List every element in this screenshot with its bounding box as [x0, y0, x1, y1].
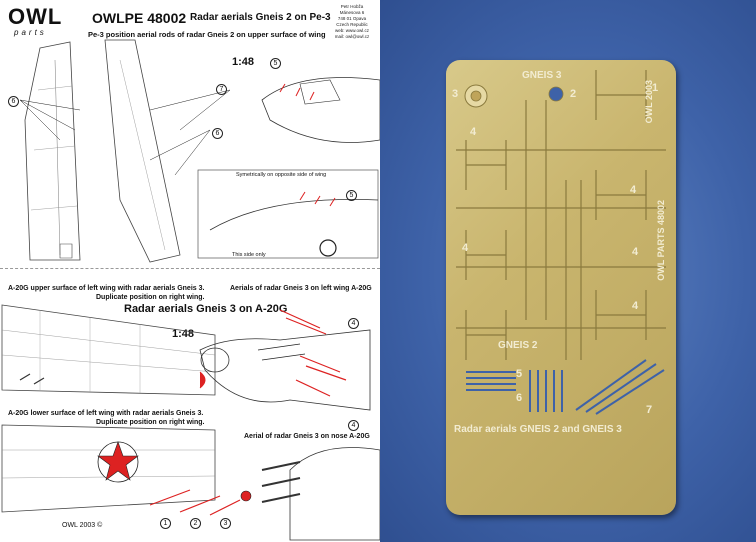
part-label: 3 — [220, 518, 231, 529]
part-number: 1 — [652, 82, 659, 94]
symmetrical-note: Symetrically on opposite side of wing — [236, 172, 327, 178]
part-number: 2 — [570, 88, 577, 100]
part-number: 4 — [632, 246, 639, 258]
part-label: 5 — [346, 190, 357, 201]
aerials-left-wing-caption: Aerials of radar Gneis 3 on left wing A-… — [230, 285, 372, 292]
part-number: 5 — [516, 368, 523, 380]
sheet-title-code: OWLPE 48002 — [92, 10, 187, 26]
part-label: 4 — [348, 420, 359, 431]
part-label: 7 — [216, 84, 227, 95]
part-number: 4 — [630, 184, 637, 196]
part-label: 5 — [270, 58, 281, 69]
part-label: 6 — [212, 128, 223, 139]
address-line: web: www.owl.cz — [334, 28, 369, 33]
address-line: Mánesova 6 — [339, 10, 365, 15]
gneis2-label: GNEIS 2 — [498, 340, 538, 351]
owl-logo-sub: parts — [14, 28, 47, 37]
this-side-only: This side only — [232, 252, 266, 258]
section-divider — [0, 268, 380, 270]
part-number: 6 — [516, 392, 523, 404]
owl-parts-label: OWL PARTS 48002 — [656, 200, 666, 281]
address-block: Petr Hobža Mánesova 6 748 01 Opava Czech… — [326, 4, 378, 40]
owl-logo: OWL — [8, 4, 62, 30]
red-star-emblem — [97, 441, 139, 483]
part-number: 4 — [632, 300, 639, 312]
part-label: 4 — [348, 318, 359, 329]
part-label: 6 — [8, 96, 19, 107]
address-line: Czech Republic — [336, 22, 368, 27]
sheet-title-text: Radar aerials Gneis 2 on Pe-3 — [190, 12, 331, 23]
a20g-upper-caption-2: Duplicate position on right wing. — [96, 294, 205, 301]
etched-fret-photo: GNEIS 3 GNEIS 2 OWL 2003 OWL PARTS 48002… — [380, 0, 756, 542]
address-line: 748 01 Opava — [337, 16, 367, 21]
fret-bottom-label: Radar aerials GNEIS 2 and GNEIS 3 — [454, 424, 622, 435]
copyright: OWL 2003 © — [62, 522, 103, 529]
nose-caption: Aerial of radar Gneis 3 on nose A-20G — [244, 433, 370, 440]
part-number: 7 — [646, 404, 653, 416]
fret-parts — [456, 70, 666, 415]
owl-logo-text: OWL — [8, 4, 63, 29]
lower-title: Radar aerials Gneis 3 on A-20G — [124, 303, 288, 315]
upper-caption: Pe-3 position aerial rods of radar Gneis… — [88, 30, 326, 39]
a20g-lower-caption-1: A-20G lower surface of left wing with ra… — [8, 410, 204, 417]
a20g-upper-caption-1: A-20G upper surface of left wing with ra… — [8, 285, 205, 292]
part-number: 4 — [462, 242, 469, 254]
part-number: 3 — [452, 88, 459, 100]
address-line: mail: owl@owl.cz — [334, 34, 370, 39]
upper-scale: 1:48 — [232, 56, 255, 68]
part-label: 1 — [160, 518, 171, 529]
instruction-sheet: OWL parts OWLPE 48002 Radar aerials Gnei… — [0, 4, 380, 541]
a20g-drawing — [1, 304, 380, 541]
part-number: 4 — [470, 126, 477, 138]
brass-fret: GNEIS 3 GNEIS 2 OWL 2003 OWL PARTS 48002… — [446, 60, 676, 515]
gneis3-label: GNEIS 3 — [522, 70, 562, 81]
part-label: 2 — [190, 518, 201, 529]
a20g-lower-caption-2: Duplicate position on right wing. — [96, 419, 205, 426]
pe3-drawing — [19, 39, 380, 263]
address-line: Petr Hobža — [340, 4, 364, 9]
